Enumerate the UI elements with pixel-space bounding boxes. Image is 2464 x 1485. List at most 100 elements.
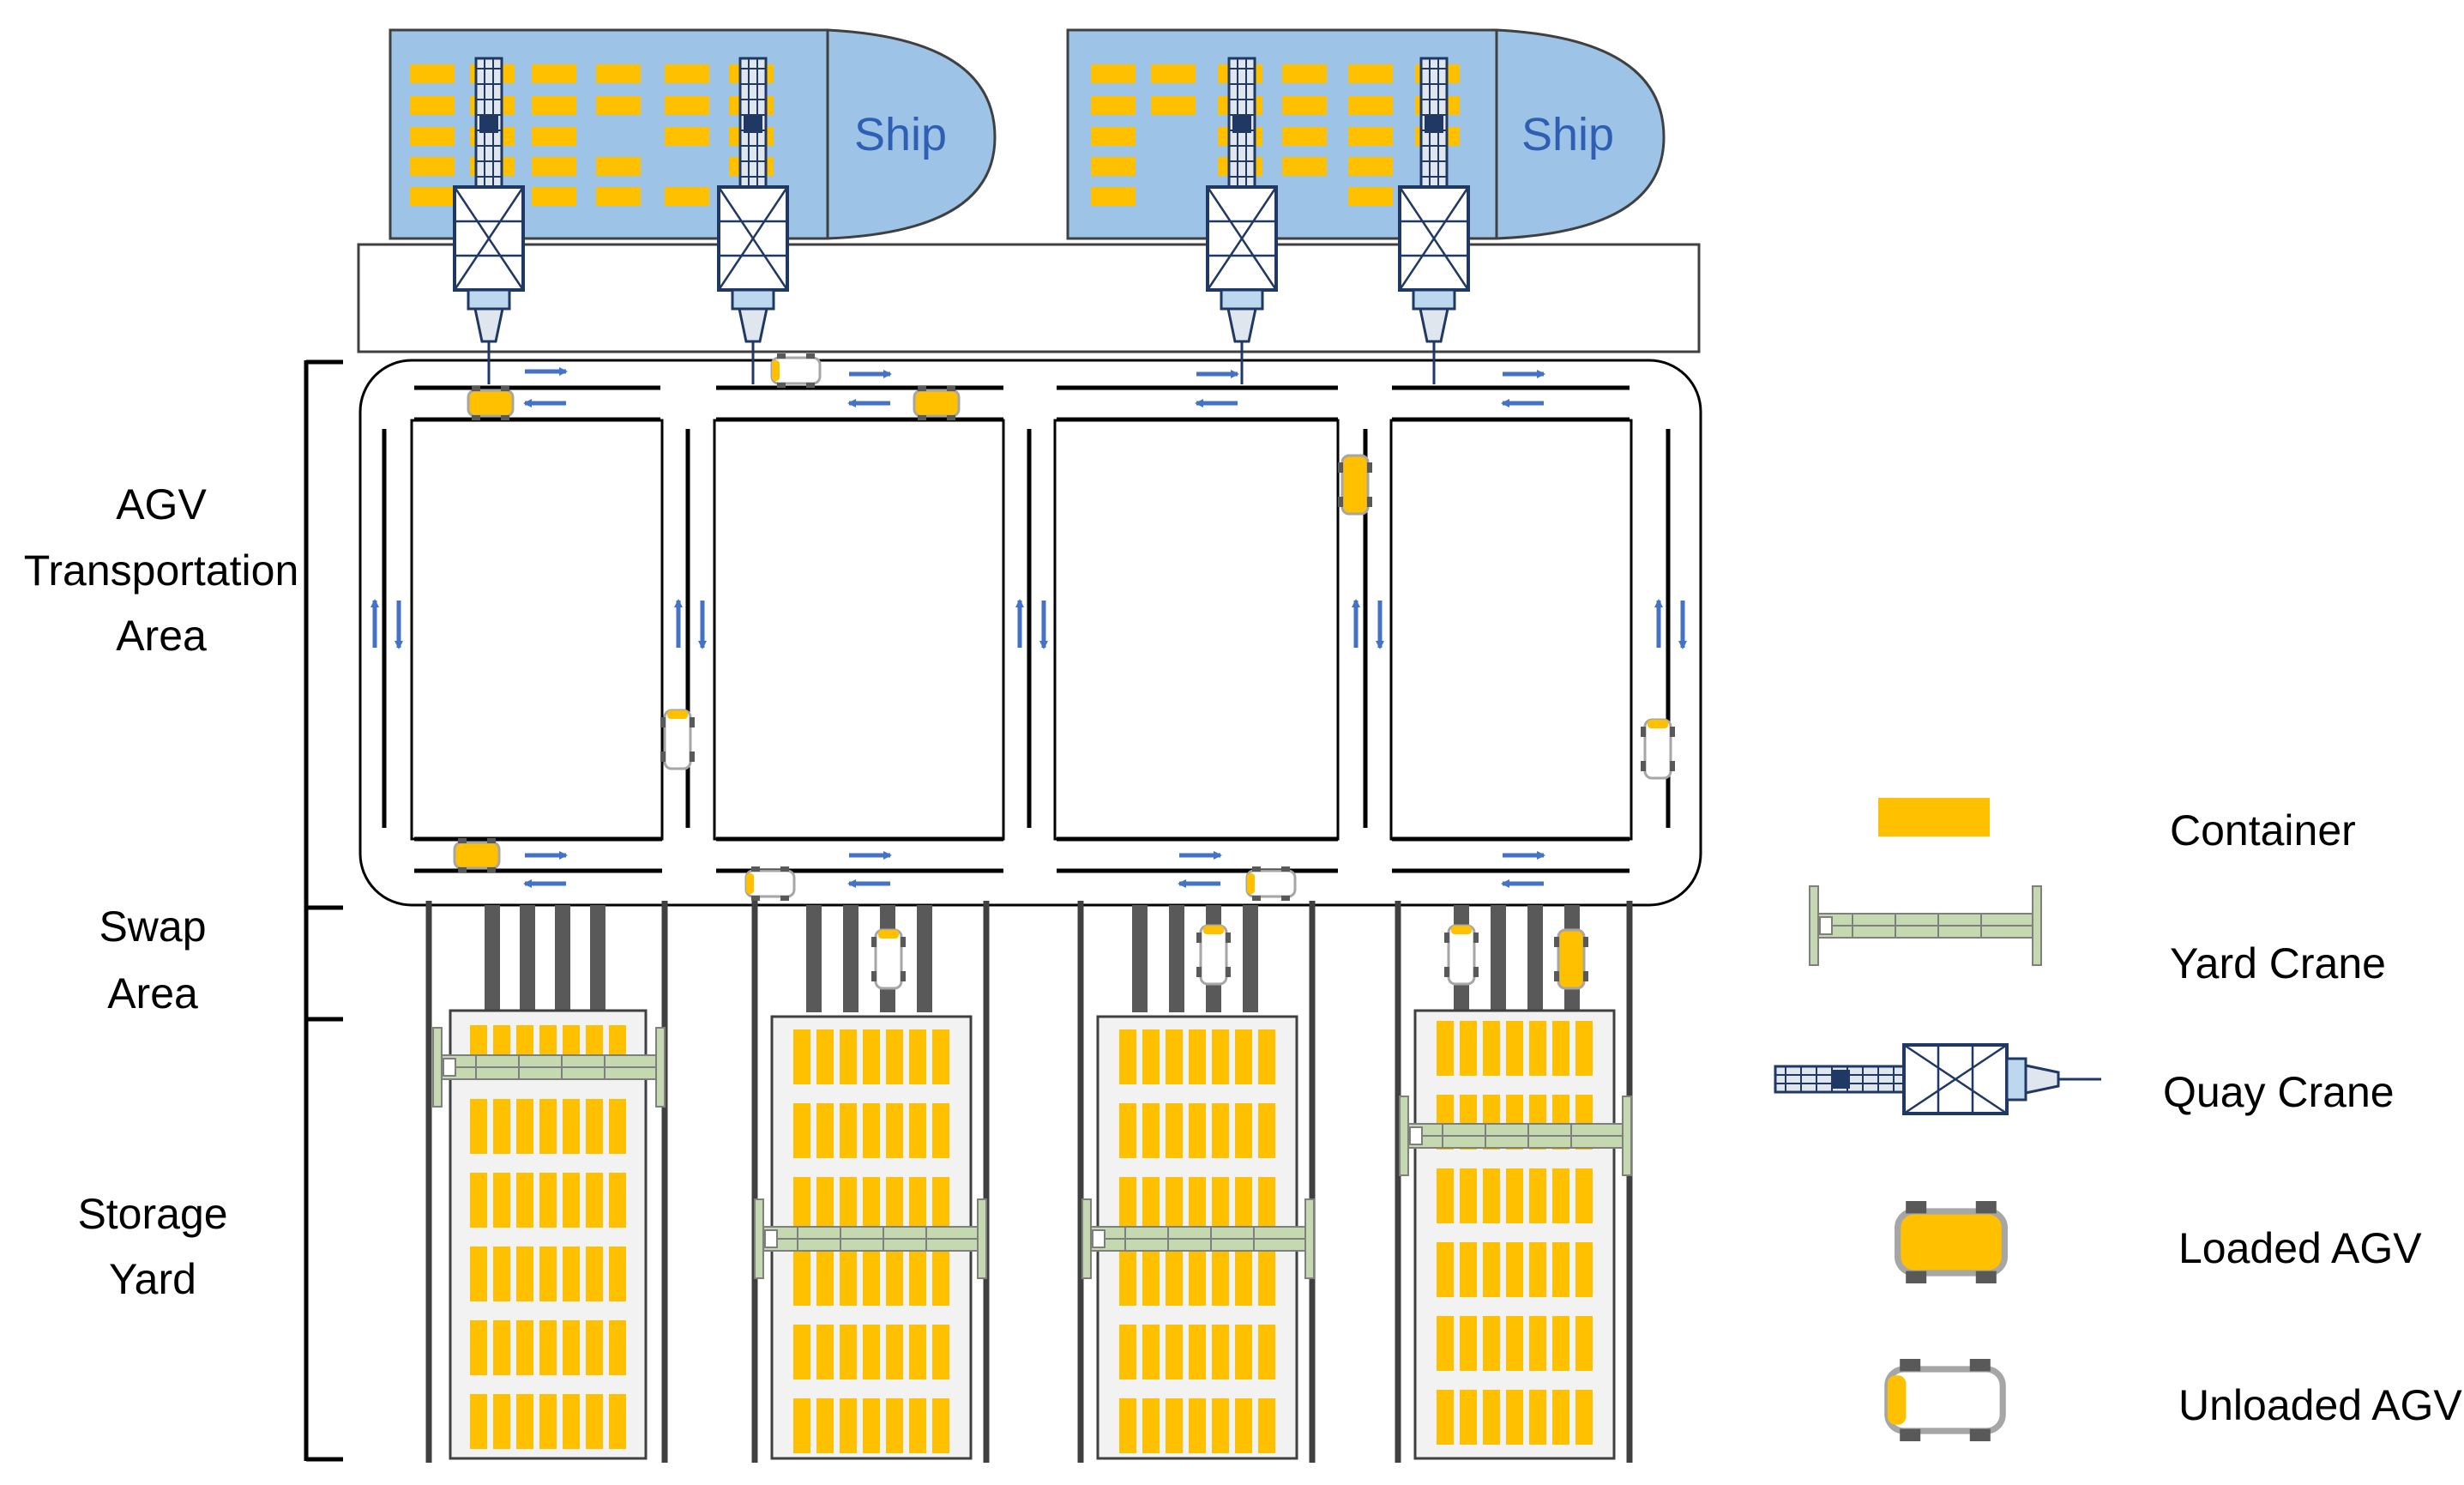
yard-container bbox=[886, 1029, 903, 1084]
yard-container bbox=[840, 1177, 857, 1232]
yard-container bbox=[1575, 1390, 1593, 1445]
yard-container bbox=[932, 1398, 949, 1453]
yard-container bbox=[793, 1177, 810, 1232]
yard-container bbox=[1552, 1242, 1569, 1297]
yard-container bbox=[470, 1247, 487, 1301]
yard-container bbox=[539, 1247, 557, 1301]
yard-container bbox=[563, 1099, 580, 1154]
yard-container bbox=[1119, 1177, 1136, 1232]
yard-container bbox=[539, 1099, 557, 1154]
yard-container bbox=[1166, 1251, 1183, 1306]
bracket-icon bbox=[304, 359, 343, 1462]
yard-container bbox=[793, 1398, 810, 1453]
unloaded-agv-icon bbox=[1245, 865, 1297, 902]
yard-container bbox=[563, 1320, 580, 1375]
yard-container bbox=[816, 1398, 834, 1453]
yard-container bbox=[909, 1325, 926, 1379]
yard-container bbox=[1483, 1316, 1500, 1371]
yard-container bbox=[516, 1320, 533, 1375]
yard-container bbox=[470, 1173, 487, 1228]
yard-container bbox=[816, 1325, 834, 1379]
yard-container bbox=[1119, 1029, 1136, 1084]
yard-container bbox=[932, 1103, 949, 1158]
yard-container bbox=[1258, 1251, 1275, 1306]
yard-container bbox=[516, 1099, 533, 1154]
yard-container bbox=[563, 1247, 580, 1301]
yard-container bbox=[1529, 1390, 1546, 1445]
zone-label-line: Area bbox=[116, 612, 207, 660]
unloaded-agv-icon bbox=[1888, 1359, 2003, 1441]
yard-container bbox=[1142, 1398, 1160, 1453]
yard-container bbox=[1529, 1316, 1546, 1371]
yard-container bbox=[1235, 1325, 1252, 1379]
swap-lanes bbox=[485, 905, 1580, 1012]
yard-container bbox=[932, 1177, 949, 1232]
yard-container bbox=[1437, 1390, 1454, 1445]
yard-container bbox=[932, 1325, 949, 1379]
yard-container bbox=[1142, 1177, 1160, 1232]
yard-container bbox=[863, 1029, 880, 1084]
yard-container bbox=[586, 1320, 603, 1375]
yard-container bbox=[1575, 1021, 1593, 1076]
yard-container bbox=[886, 1398, 903, 1453]
yard-container bbox=[886, 1325, 903, 1379]
yard-container bbox=[563, 1173, 580, 1228]
yard-container bbox=[1142, 1325, 1160, 1379]
yard-container bbox=[1506, 1390, 1523, 1445]
yard-container bbox=[539, 1394, 557, 1449]
yard-container bbox=[1552, 1390, 1569, 1445]
yard-container bbox=[1166, 1177, 1183, 1232]
yard-container bbox=[1258, 1177, 1275, 1232]
quay-berth bbox=[357, 243, 1701, 353]
direction-arrows bbox=[371, 367, 1687, 888]
yard-container bbox=[1258, 1398, 1275, 1453]
yard-container bbox=[1189, 1398, 1206, 1453]
yard-container bbox=[1258, 1325, 1275, 1379]
yard-container bbox=[1460, 1390, 1477, 1445]
yard-container bbox=[493, 1173, 510, 1228]
yard-container bbox=[1212, 1325, 1229, 1379]
yard-container bbox=[1506, 1168, 1523, 1223]
yard-container bbox=[1235, 1177, 1252, 1232]
yard-container bbox=[816, 1029, 834, 1084]
yard-container bbox=[840, 1029, 857, 1084]
yard-container bbox=[1189, 1029, 1206, 1084]
yard-container bbox=[863, 1103, 880, 1158]
yard-container bbox=[840, 1398, 857, 1453]
zone-label-line: Yard bbox=[109, 1255, 196, 1303]
yard-container bbox=[840, 1103, 857, 1158]
yard-container bbox=[1529, 1168, 1546, 1223]
yard-container bbox=[863, 1177, 880, 1232]
container-icon bbox=[1878, 798, 1990, 836]
yard-container bbox=[1506, 1242, 1523, 1297]
ship-label: Ship bbox=[854, 109, 947, 160]
yard-container bbox=[1189, 1251, 1206, 1306]
yard-container bbox=[539, 1320, 557, 1375]
yard-container bbox=[1235, 1398, 1252, 1453]
yard-container bbox=[909, 1251, 926, 1306]
yard-container bbox=[609, 1320, 626, 1375]
unloaded-agv-icon bbox=[744, 865, 796, 902]
yard-container bbox=[863, 1398, 880, 1453]
quay-crane-icon bbox=[1774, 1043, 2103, 1115]
loaded-agv-icon bbox=[1898, 1201, 2005, 1283]
yard-container bbox=[932, 1029, 949, 1084]
yard-container bbox=[1575, 1242, 1593, 1297]
yard-container bbox=[1212, 1398, 1229, 1453]
yard-container bbox=[1189, 1325, 1206, 1379]
loaded-agv-icon bbox=[913, 384, 961, 422]
yard-container bbox=[609, 1394, 626, 1449]
unloaded-agv-icon bbox=[870, 928, 907, 990]
yard-container bbox=[609, 1173, 626, 1228]
ship-1: Ship bbox=[389, 28, 997, 240]
yard-container bbox=[1437, 1021, 1454, 1076]
yard-container bbox=[816, 1177, 834, 1232]
yard-container bbox=[1258, 1103, 1275, 1158]
yard-container bbox=[1212, 1103, 1229, 1158]
yard-container bbox=[909, 1103, 926, 1158]
yard-container bbox=[863, 1251, 880, 1306]
yard-container bbox=[1189, 1177, 1206, 1232]
yard-container bbox=[816, 1251, 834, 1306]
yard-container bbox=[840, 1251, 857, 1306]
ship-label: Ship bbox=[1521, 109, 1614, 160]
